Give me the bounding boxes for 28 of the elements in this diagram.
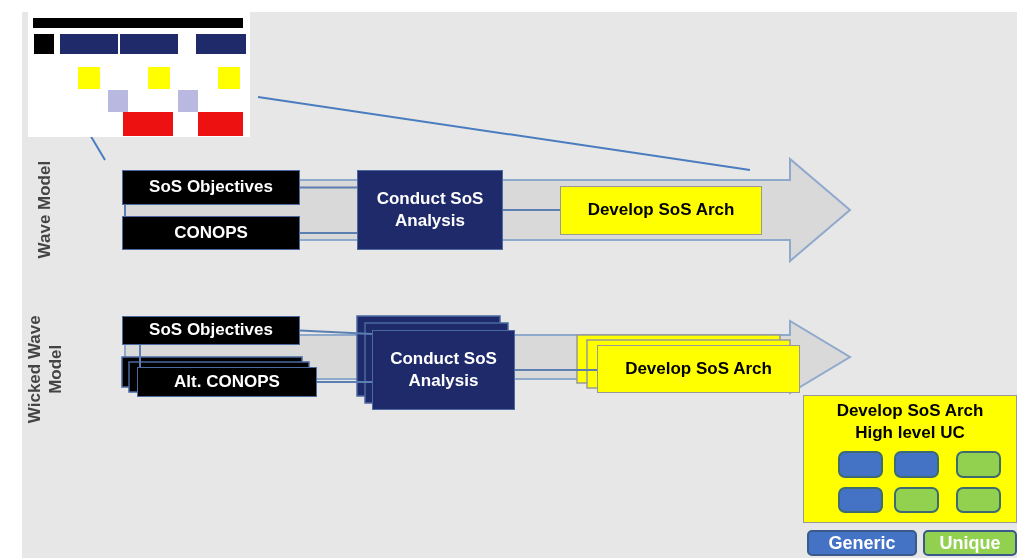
input-box: SoS Objectives — [122, 316, 300, 345]
connector-line — [139, 344, 141, 368]
connector-line — [299, 232, 358, 234]
connector-line — [316, 381, 373, 383]
use-case-box — [894, 451, 939, 478]
input-box: SoS Objectives — [122, 170, 300, 205]
legend-swatch: Generic — [807, 530, 917, 556]
connector-line — [514, 369, 598, 371]
use-case-box — [838, 487, 883, 513]
row-label: Wave Model — [34, 159, 56, 261]
connector-line — [502, 209, 561, 211]
process-box: Conduct SoS Analysis — [372, 330, 515, 410]
connector-line — [124, 204, 126, 217]
input-box: Alt. CONOPS — [137, 367, 317, 397]
use-case-box — [956, 487, 1001, 513]
use-case-box — [838, 451, 883, 478]
process-box: Conduct SoS Analysis — [357, 170, 503, 250]
process-box: Develop SoS Arch — [560, 186, 762, 235]
use-case-box — [956, 451, 1001, 478]
row-label: Wicked Wave Model — [23, 314, 66, 426]
picture — [28, 12, 250, 137]
connector-line — [299, 186, 358, 189]
process-box: Develop SoS Arch — [597, 345, 800, 393]
legend-swatch: Unique — [923, 530, 1017, 556]
use-case-box — [894, 487, 939, 513]
use-case-panel: Develop SoS Arch High level UC — [803, 395, 1017, 523]
connector-line — [299, 329, 373, 335]
input-box: CONOPS — [122, 216, 300, 250]
